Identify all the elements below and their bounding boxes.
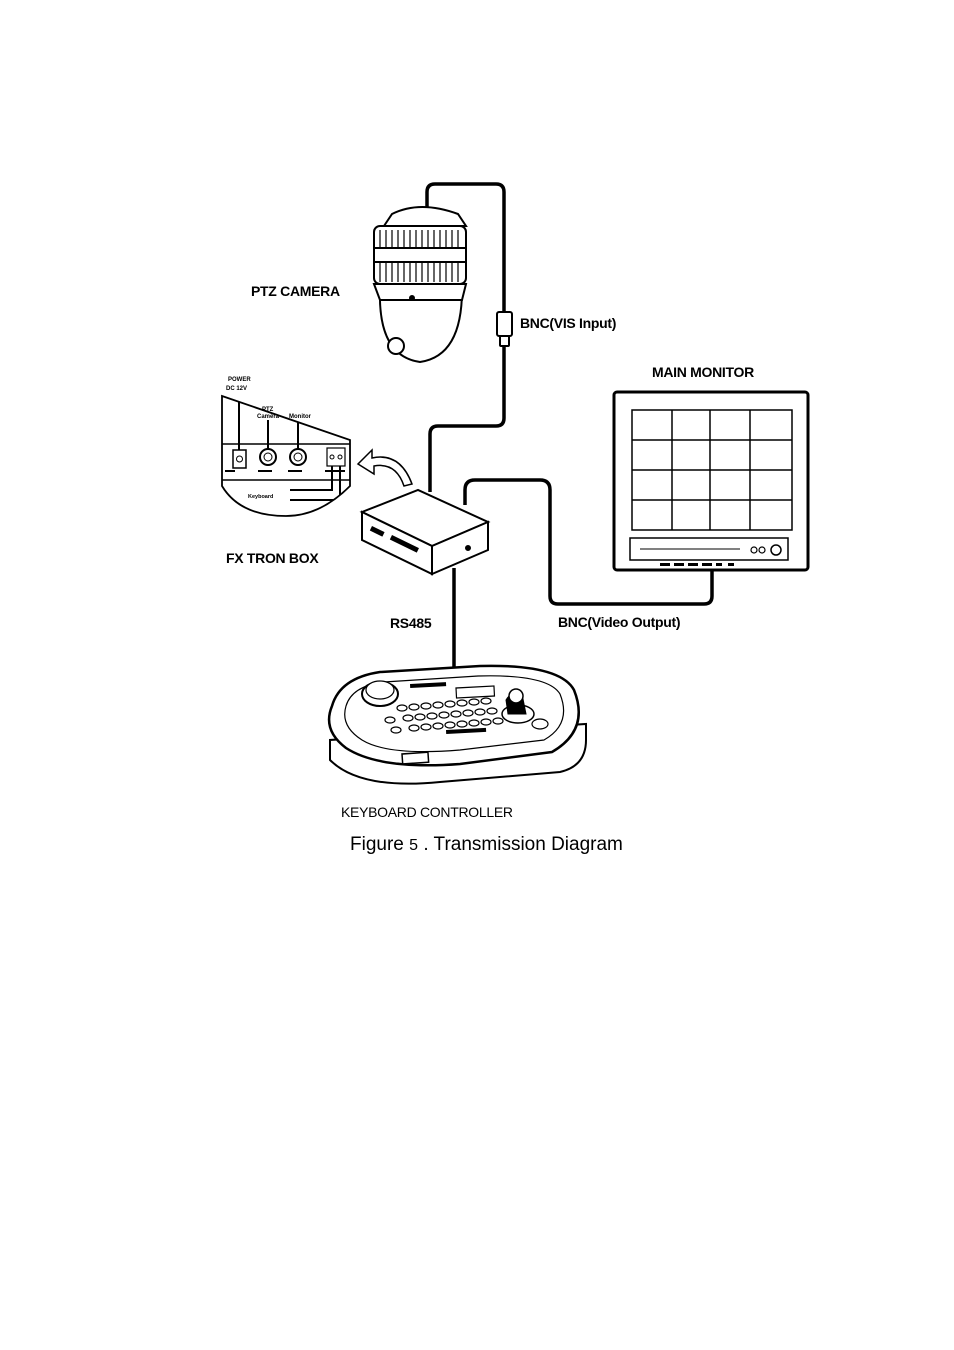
bnc-vis-input-label: BNC(VIS Input) xyxy=(520,315,617,331)
figure-caption-number: 5 xyxy=(409,837,419,854)
inset-power-label: POWER xyxy=(228,377,251,383)
inset-keyboard-label: Keyboard xyxy=(248,494,273,500)
keyboard-controller-icon xyxy=(327,664,587,785)
curved-arrow-icon xyxy=(356,448,413,487)
inset-monitor-label: Monitor xyxy=(289,414,312,420)
cables xyxy=(425,182,714,682)
keyboard-controller-label: KEYBOARD CONTROLLER xyxy=(341,804,513,820)
figure-caption: Figure 5 . Transmission Diagram xyxy=(350,834,623,856)
bnc-video-output-label: BNC(Video Output) xyxy=(558,614,681,630)
figure-caption-prefix: Figure xyxy=(350,834,404,855)
main-monitor-label: MAIN MONITOR xyxy=(652,364,754,380)
main-monitor-icon xyxy=(612,390,810,572)
fx-tron-box-icon xyxy=(359,488,491,576)
bnc-connector-icon xyxy=(496,311,513,347)
fx-tron-box-label: FX TRON BOX xyxy=(226,550,319,566)
inset-power-spec-label: DC 12V xyxy=(226,386,247,392)
rear-panel-inset: POWER DC 12V PTZ Camera Monitor Keyboard xyxy=(221,377,351,517)
ptz-camera-icon xyxy=(372,206,468,364)
cable-bnc-video-output xyxy=(463,478,714,606)
ptz-camera-label: PTZ CAMERA xyxy=(251,283,340,299)
inset-camera-label: Camera xyxy=(257,414,280,420)
rs485-label: RS485 xyxy=(390,615,432,631)
cable-camera-top xyxy=(425,182,506,312)
inset-outline xyxy=(221,394,351,517)
cable-bnc-vis-to-box xyxy=(428,345,506,492)
inset-ptz-label: PTZ xyxy=(262,407,274,413)
figure-caption-text: . Transmission Diagram xyxy=(423,834,623,855)
